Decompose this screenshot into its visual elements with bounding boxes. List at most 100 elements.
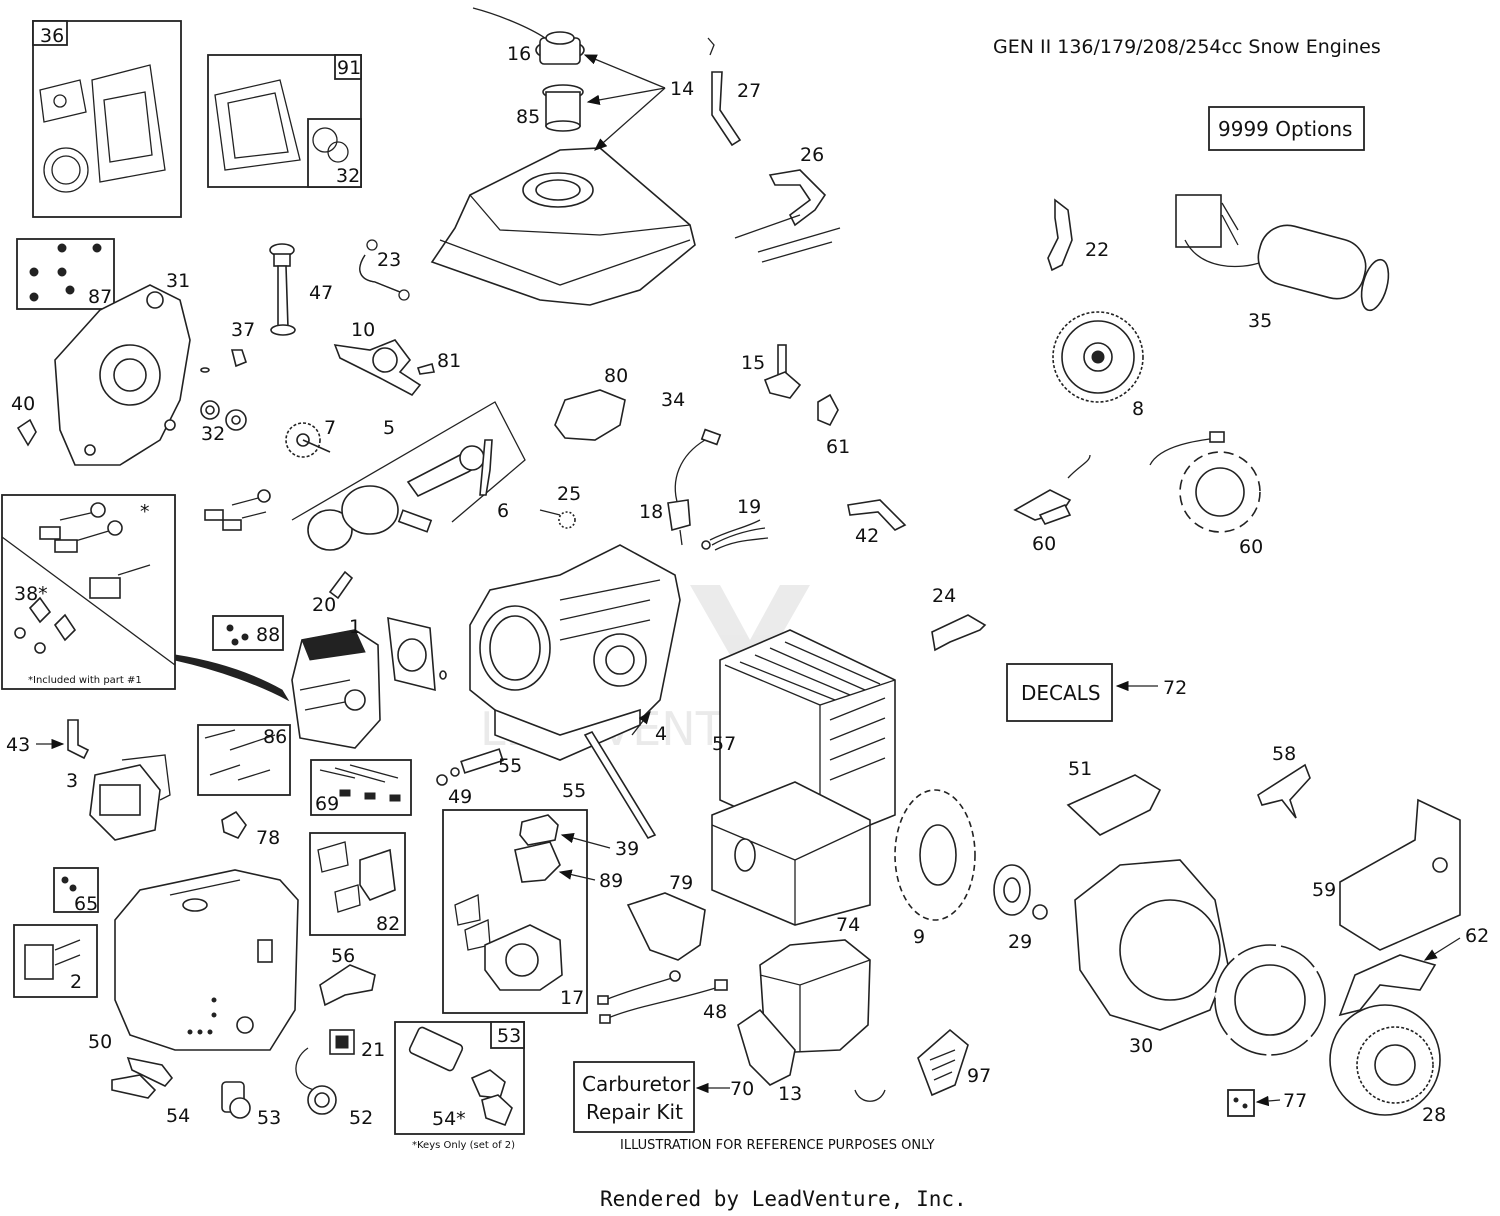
callout-4[interactable]: 4 (655, 723, 667, 745)
spark-wire-34[interactable] (674, 428, 722, 506)
fuel-line[interactable] (359, 239, 410, 301)
spark-plug[interactable] (328, 570, 354, 600)
carb-kit-box[interactable] (573, 1061, 695, 1133)
callout-48[interactable]: 48 (703, 1001, 727, 1023)
crankcase-cover[interactable] (54, 284, 191, 466)
fuel-cap[interactable] (472, 7, 585, 65)
fuel-tank[interactable] (430, 147, 696, 306)
clip-22[interactable] (1047, 198, 1073, 272)
callout-58[interactable]: 58 (1272, 743, 1296, 765)
electric-starter[interactable] (1175, 194, 1393, 313)
callout-59[interactable]: 59 (1312, 879, 1336, 901)
gasket-plate-59[interactable] (1339, 798, 1461, 951)
valve-spring-pair[interactable] (204, 489, 271, 531)
heat-shield-97[interactable] (917, 1028, 969, 1097)
callout-36[interactable]: 36 (40, 25, 64, 47)
callout-77[interactable]: 77 (1283, 1090, 1307, 1112)
key-switch-53[interactable] (221, 1081, 251, 1119)
callout-15[interactable]: 15 (741, 352, 765, 374)
callout-52[interactable]: 52 (349, 1107, 373, 1129)
handle-clip-58[interactable] (1257, 763, 1311, 819)
callout-69[interactable]: 69 (315, 793, 339, 815)
callout-30[interactable]: 30 (1129, 1035, 1153, 1057)
valve-kit-inset[interactable] (1, 494, 176, 690)
governor-gear-25[interactable] (539, 509, 576, 529)
blower-housing-30[interactable] (1074, 859, 1229, 1031)
callout-40[interactable]: 40 (11, 393, 35, 415)
bolt-kit-86[interactable] (197, 724, 291, 796)
callout-32a[interactable]: 32 (336, 165, 360, 187)
flywheel[interactable] (1052, 311, 1144, 403)
callout-50[interactable]: 50 (88, 1031, 112, 1053)
callout-29[interactable]: 29 (1008, 931, 1032, 953)
callout-89[interactable]: 89 (599, 870, 623, 892)
callout-72[interactable]: 72 (1163, 677, 1187, 699)
gasket-set-inset[interactable] (32, 20, 182, 218)
shield-51[interactable] (1066, 774, 1162, 836)
ground-bracket-42[interactable] (847, 499, 907, 531)
callout-81[interactable]: 81 (437, 350, 461, 372)
ignition-coil-60a[interactable] (1013, 454, 1091, 525)
key-54[interactable] (111, 1056, 174, 1099)
bracket-79[interactable] (626, 892, 706, 961)
callout-55a[interactable]: 55 (498, 755, 522, 777)
screw-kit-77[interactable] (1227, 1089, 1255, 1117)
fuel-strainer[interactable] (542, 84, 584, 132)
callout-88[interactable]: 88 (256, 624, 280, 646)
callout-57[interactable]: 57 (712, 733, 736, 755)
callout-17[interactable]: 17 (560, 987, 584, 1009)
fuel-valve-15[interactable] (763, 344, 802, 399)
callout-80[interactable]: 80 (604, 365, 628, 387)
crankshaft[interactable] (333, 339, 422, 397)
bracket-56[interactable] (319, 964, 376, 1007)
primer-52[interactable] (295, 1047, 337, 1115)
callout-20[interactable]: 20 (312, 594, 336, 616)
callout-54a[interactable]: 54 (166, 1105, 190, 1127)
oil-fill-tube-43[interactable] (67, 719, 90, 760)
callout-54b[interactable]: 54* (432, 1108, 466, 1130)
callout-87[interactable]: 87 (88, 286, 112, 308)
shroud-50[interactable] (114, 869, 299, 1051)
callout-31[interactable]: 31 (166, 270, 190, 292)
carburetor-inset[interactable] (442, 809, 588, 1014)
recoil-starter-28[interactable] (1329, 954, 1441, 1116)
callout-8[interactable]: 8 (1132, 398, 1144, 420)
engine-block[interactable] (469, 544, 681, 761)
piston-assembly[interactable] (291, 401, 526, 551)
callout-18[interactable]: 18 (639, 501, 663, 523)
callout-27[interactable]: 27 (737, 80, 761, 102)
callout-2[interactable]: 2 (70, 971, 82, 993)
callout-91[interactable]: 91 (337, 57, 361, 79)
ignition-module-18[interactable] (667, 499, 691, 546)
callout-24[interactable]: 24 (932, 585, 956, 607)
muffler-bracket[interactable] (931, 614, 987, 652)
bracket-78[interactable] (221, 810, 247, 840)
decals-label[interactable]: DECALS (1021, 681, 1101, 705)
muffler[interactable] (719, 629, 896, 846)
callout-74[interactable]: 74 (836, 914, 860, 936)
pushrod[interactable] (583, 730, 657, 840)
callout-55b[interactable]: 55 (562, 780, 586, 802)
callout-25[interactable]: 25 (557, 483, 581, 505)
callout-43[interactable]: 43 (6, 734, 30, 756)
oil-seal-32[interactable] (200, 400, 247, 431)
carb-kit-label-2[interactable]: Repair Kit (586, 1100, 683, 1124)
callout-53a[interactable]: 53 (497, 1025, 521, 1047)
bolt-kit-87[interactable] (16, 238, 115, 310)
options-label[interactable]: 9999 Options (1218, 117, 1352, 141)
wire-harness-48[interactable] (597, 970, 728, 1024)
air-cover-74[interactable] (711, 781, 871, 926)
callout-19[interactable]: 19 (737, 496, 761, 518)
callout-79[interactable]: 79 (669, 872, 693, 894)
callout-62[interactable]: 62 (1465, 925, 1489, 947)
callout-1[interactable]: 1 (349, 616, 361, 638)
switch-21[interactable] (329, 1029, 355, 1055)
callout-35[interactable]: 35 (1248, 310, 1272, 332)
callout-34[interactable]: 34 (661, 389, 685, 411)
callout-5[interactable]: 5 (383, 417, 395, 439)
wire-clip[interactable] (854, 1089, 886, 1102)
airbox-13[interactable] (737, 939, 871, 1086)
options-box[interactable] (1208, 106, 1365, 151)
callout-47[interactable]: 47 (309, 282, 333, 304)
callout-26[interactable]: 26 (800, 144, 824, 166)
